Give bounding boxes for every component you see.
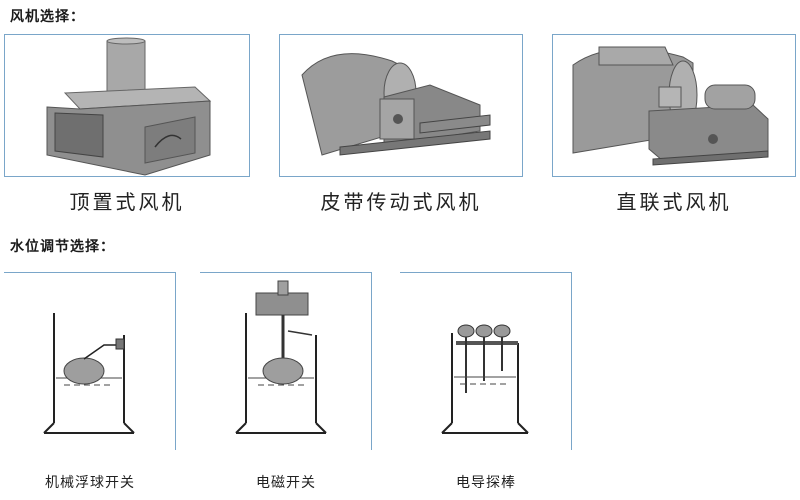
fan-caption-direct: 直联式风机 <box>616 190 732 214</box>
belt-fan-image <box>301 53 491 156</box>
fan-card-belt[interactable] <box>279 34 523 177</box>
direct-fan-image <box>572 46 769 166</box>
fan-card-direct[interactable] <box>552 34 796 177</box>
magnetic-switch-diagram <box>235 280 327 434</box>
water-caption-float: 机械浮球开关 <box>45 475 135 491</box>
fan-section-title: 风机选择： <box>10 9 85 25</box>
probe-diagram <box>441 324 529 434</box>
float-switch-diagram <box>43 313 135 434</box>
fan-caption-roof: 顶置式风机 <box>69 190 185 214</box>
water-section-title: 水位调节选择： <box>10 239 115 255</box>
water-panel-magnetic[interactable] <box>200 272 372 450</box>
water-panel-probe[interactable] <box>400 272 572 450</box>
water-caption-probe: 电导探棒 <box>456 475 516 491</box>
water-panel-float[interactable] <box>4 272 176 450</box>
roof-fan-image <box>46 37 212 176</box>
water-caption-magnetic: 电磁开关 <box>256 475 316 491</box>
fan-caption-belt: 皮带传动式风机 <box>320 190 482 214</box>
fan-card-roof[interactable] <box>4 34 250 177</box>
